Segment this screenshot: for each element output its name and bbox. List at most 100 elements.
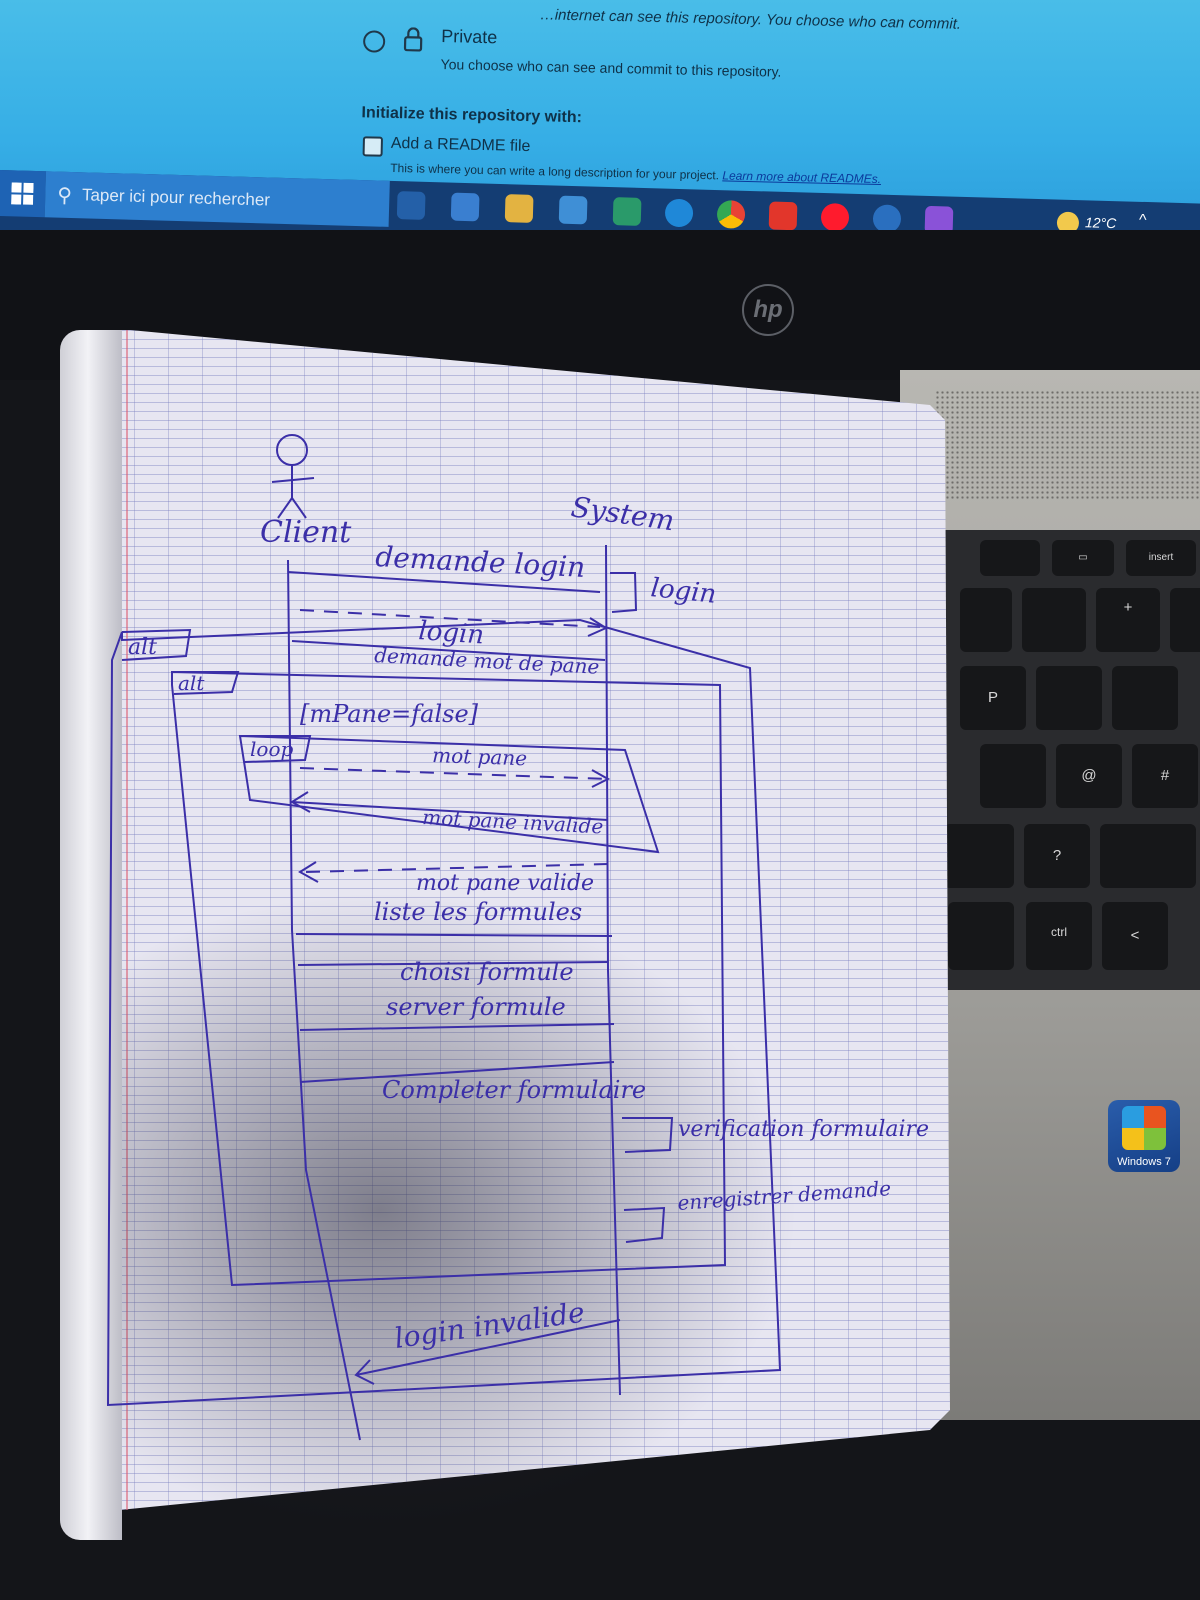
key-numlk[interactable]: ▭ xyxy=(1052,540,1114,576)
msg-mot-pane: mot pane xyxy=(432,743,528,770)
key-ctrl[interactable]: ctrl xyxy=(1026,902,1092,970)
actor-head xyxy=(276,434,308,466)
tray-chevron-up-icon[interactable]: ^ xyxy=(1138,211,1147,230)
key-plus[interactable]: + xyxy=(1096,588,1160,652)
key-hash[interactable]: # xyxy=(1132,744,1198,808)
msg-demande-login-line xyxy=(287,571,601,593)
windows-taskbar: ⚲ Taper ici pour rechercher 12°C ^ xyxy=(0,170,1200,275)
self-call-enregistrer-label: enregistrer demande xyxy=(677,1176,892,1215)
readme-checkbox[interactable] xyxy=(362,136,383,157)
key-up-arrow[interactable] xyxy=(1100,824,1196,888)
taskbar-search-placeholder: Taper ici pour rechercher xyxy=(81,185,271,210)
key-insert[interactable]: insert xyxy=(1126,540,1196,576)
alt-inner-frame xyxy=(171,670,727,1287)
msg-choisi-formule-line xyxy=(297,961,609,966)
system-lifeline xyxy=(605,544,621,1396)
self-call-login xyxy=(610,572,638,613)
arrowhead xyxy=(591,769,611,788)
msg-server-formule-line xyxy=(299,1023,615,1031)
chrome-icon[interactable] xyxy=(716,200,746,229)
app-icon[interactable] xyxy=(612,197,642,226)
search-icon: ⚲ xyxy=(57,184,73,207)
store-icon[interactable] xyxy=(558,195,588,225)
key-menu[interactable] xyxy=(948,902,1014,970)
taskbar-search-box[interactable]: ⚲ Taper ici pour rechercher xyxy=(44,171,390,227)
key-at[interactable]: @ xyxy=(1056,744,1122,808)
system-label: System xyxy=(569,490,676,537)
loop-frame xyxy=(238,734,660,854)
loop-guard: [mPane=false] xyxy=(300,700,479,728)
windows-flag-icon xyxy=(1122,1106,1166,1150)
msg-login-invalide: login invalide xyxy=(392,1296,586,1355)
readme-learn-more-link[interactable]: Learn more about READMEs. xyxy=(722,168,882,187)
windows-start-button[interactable] xyxy=(0,170,46,218)
key-minus[interactable] xyxy=(1022,588,1086,652)
visibility-public-desc: …internet can see this repository. You c… xyxy=(539,6,962,33)
msg-mot-pane-line xyxy=(299,767,609,780)
key-p[interactable]: P xyxy=(960,666,1026,730)
arrowhead xyxy=(354,1359,375,1385)
acrobat-icon[interactable] xyxy=(768,201,798,231)
notebook: Client System demande login login login … xyxy=(60,330,950,1540)
msg-mot-pane-valide: mot pane valide xyxy=(416,871,594,896)
readme-desc-text: This is where you can write a long descr… xyxy=(390,160,720,183)
key-greater[interactable] xyxy=(944,824,1014,888)
hp-logo: hp xyxy=(742,284,794,336)
loop-label: loop xyxy=(250,737,293,761)
windows7-sticker: Windows 7 xyxy=(1108,1100,1180,1172)
msg-mot-pane-valide-line xyxy=(305,863,609,873)
private-radio[interactable] xyxy=(362,30,386,53)
msg-completer-formulaire-line xyxy=(299,1061,615,1083)
msg-liste-formules-line xyxy=(295,933,613,937)
actor-leg-right xyxy=(291,497,307,519)
task-view-icon[interactable] xyxy=(396,191,426,220)
notebook-fold xyxy=(60,330,122,1540)
speaker-grille xyxy=(935,390,1200,500)
meet-icon[interactable] xyxy=(872,204,902,234)
key-bracket-close[interactable] xyxy=(1112,666,1178,730)
msg-demande-login: demande login xyxy=(375,540,586,584)
msg-login-return-line xyxy=(299,609,601,628)
opera-icon[interactable] xyxy=(820,202,850,232)
self-call-verification-label: verification formulaire xyxy=(678,1117,929,1142)
key-backspace[interactable] xyxy=(1170,588,1200,652)
sequence-diagram: Client System demande login login login … xyxy=(106,434,929,1441)
actor-arms xyxy=(271,477,315,483)
key-9[interactable] xyxy=(960,588,1012,652)
arrowhead xyxy=(298,861,319,883)
alt-inner-tab xyxy=(172,671,240,695)
edge-icon[interactable] xyxy=(664,198,694,228)
key-question[interactable]: ? xyxy=(1024,824,1090,888)
self-call-verification xyxy=(622,1117,674,1153)
private-desc: You choose who can see and commit to thi… xyxy=(440,56,782,80)
msg-server-formule: server formule xyxy=(386,993,566,1021)
init-heading: Initialize this repository with: xyxy=(361,104,583,127)
alt-outer-frame xyxy=(106,618,782,1407)
key-semicolon[interactable] xyxy=(980,744,1046,808)
msg-mot-pane-invalide: mot pane invalide xyxy=(422,805,604,838)
teams-icon[interactable] xyxy=(450,192,480,222)
client-lifeline xyxy=(287,559,361,1441)
windows7-sticker-text: Windows 7 xyxy=(1117,1156,1171,1168)
actor-client-label: Client xyxy=(260,515,352,550)
loop-tab xyxy=(240,735,312,763)
arrowhead xyxy=(290,791,311,813)
alt-outer-label: alt xyxy=(128,635,157,660)
self-call-login-label: login xyxy=(649,573,717,610)
alt-outer-tab xyxy=(121,628,192,661)
msg-login-line xyxy=(291,640,606,661)
weather-temp[interactable]: 12°C xyxy=(1084,214,1117,232)
alt-inner-label: alt xyxy=(178,671,205,695)
msg-login-invalide-line xyxy=(355,1319,621,1376)
key-f[interactable] xyxy=(980,540,1040,576)
hand-shadow xyxy=(100,890,800,1530)
keyboard: ▭ insert + P @ # ? ctrl < xyxy=(930,530,1200,990)
github-new-repo-form: …internet can see this repository. You c… xyxy=(0,0,1200,232)
msg-login: login xyxy=(418,616,486,651)
key-left-arrow[interactable]: < xyxy=(1102,902,1168,970)
readme-label[interactable]: Add a README file xyxy=(390,134,531,156)
file-explorer-icon[interactable] xyxy=(504,194,534,223)
key-bracket-open[interactable] xyxy=(1036,666,1102,730)
msg-liste-les-formules: liste les formules xyxy=(374,898,582,926)
lock-icon xyxy=(403,27,423,52)
